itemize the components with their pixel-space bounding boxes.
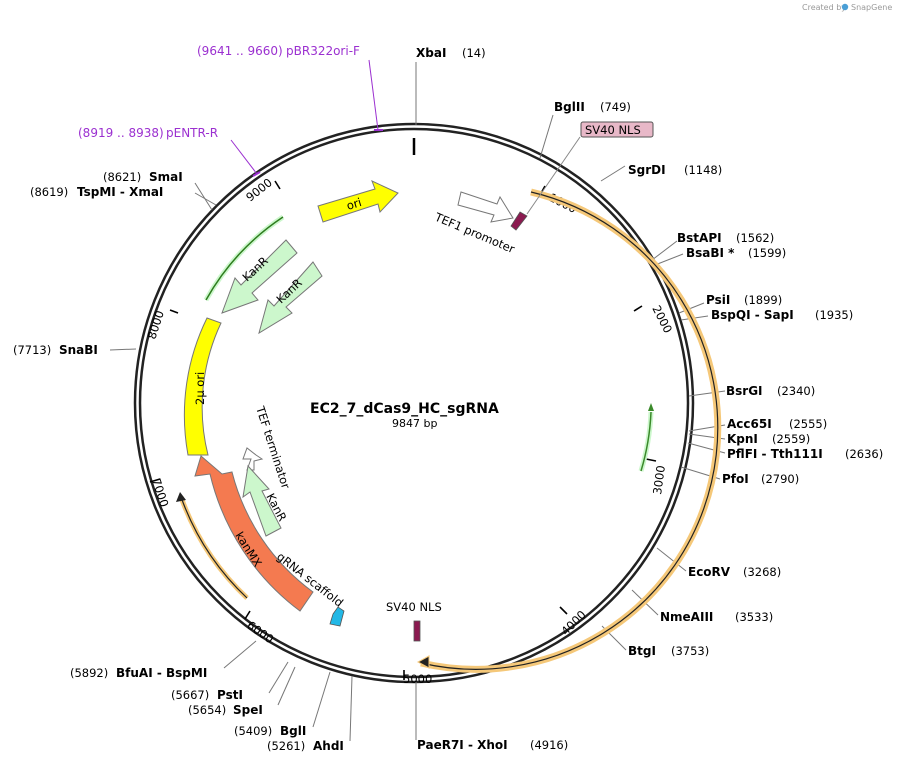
enzyme-pos: (2636) xyxy=(845,447,883,461)
cds-arc-main-line xyxy=(420,191,719,670)
enzyme-name: AhdI xyxy=(313,739,344,753)
green-arrowhead-icon xyxy=(648,403,654,411)
enzyme-pos: (8619) xyxy=(30,185,68,199)
enzyme-pos: (3753) xyxy=(671,644,709,658)
ori-feature xyxy=(317,180,399,223)
snapgene-logo-icon xyxy=(841,3,849,11)
sv40-nls-bottom-feature xyxy=(413,620,421,642)
enzyme-pos: (1562) xyxy=(736,231,774,245)
orange-arc-left-line xyxy=(180,496,248,599)
enzyme-name: BglII xyxy=(554,100,585,114)
enzyme-name: BspQI - SapI xyxy=(711,308,794,322)
enzyme-name: NmeAIII xyxy=(660,610,713,624)
created-by-text: Created by xyxy=(802,3,846,12)
primers: (9641 .. 9660) pBR322ori-F (8919 .. 8938… xyxy=(78,44,383,177)
enzyme-name: PaeR7I - XhoI xyxy=(417,738,508,752)
primer-arrow-icon xyxy=(252,171,261,177)
kanr-lower-feature xyxy=(242,464,282,537)
sv40-nls-box-label: SV40 NLS xyxy=(585,123,641,137)
green-arc-right-line xyxy=(640,411,652,472)
sv40-nls-bottom-label: SV40 NLS xyxy=(386,600,442,614)
enzyme-pos: (3268) xyxy=(743,565,781,579)
enzyme-name: EcoRV xyxy=(688,565,731,579)
enzyme-pos: (3533) xyxy=(735,610,773,624)
backbone-inner xyxy=(138,127,690,679)
kanr-outer-feature xyxy=(221,239,298,314)
green-arc-kanr-line xyxy=(205,216,284,301)
sv40-nls-box xyxy=(580,121,654,138)
enzyme-name: SgrDI xyxy=(628,163,666,177)
enzyme-pos: (749) xyxy=(600,100,631,114)
enzyme-name: TspMI - XmaI xyxy=(77,185,163,199)
enzyme-pos: (5261) xyxy=(267,739,305,753)
enzyme-pos: (1899) xyxy=(744,293,782,307)
enzyme-pos: (1599) xyxy=(748,246,786,260)
enzyme-pos: (2340) xyxy=(777,384,815,398)
kanr-inner-feature xyxy=(258,261,323,335)
enzyme-pos: (2790) xyxy=(761,472,799,486)
two-micron-ori-label: 2μ ori xyxy=(193,372,207,405)
primer-name: pENTR-R xyxy=(166,126,218,140)
tef-terminator-feature xyxy=(242,447,264,471)
kanmx-feature xyxy=(194,455,314,612)
enzyme-pos: (1935) xyxy=(815,308,853,322)
primer-range: (9641 .. 9660) xyxy=(197,44,283,58)
tick-label-3000: 3000 xyxy=(650,464,668,495)
enzyme-name: PflFI - Tth111I xyxy=(727,447,823,461)
backbone-outer xyxy=(133,122,695,684)
tick-label-7000: 7000 xyxy=(149,477,171,509)
plasmid-length: 9847 bp xyxy=(392,417,437,430)
primer-name: pBR322ori-F xyxy=(286,44,360,58)
tef1-promoter-feature xyxy=(457,191,514,223)
enzyme-name: SmaI xyxy=(149,170,183,184)
snapgene-label: SnapGene xyxy=(851,3,892,12)
enzyme-name: Acc65I xyxy=(727,417,772,431)
enzyme-name: BglI xyxy=(280,724,306,738)
sv40-nls-top-feature xyxy=(510,211,528,231)
enzyme-pos: (5654) xyxy=(188,703,226,717)
enzyme-leader-lines xyxy=(109,62,726,742)
enzyme-pos: (1148) xyxy=(684,163,722,177)
enzyme-pos: (8621) xyxy=(103,170,141,184)
cds-arc-main xyxy=(420,188,722,673)
enzyme-name: PsiI xyxy=(706,293,730,307)
enzyme-name: BstAPI xyxy=(677,231,722,245)
enzyme-pos: (4916) xyxy=(530,738,568,752)
orange-arrowhead-icon xyxy=(176,492,186,502)
enzyme-name: BfuAI - BspMI xyxy=(116,666,207,680)
plasmid-name: EC2_7_dCas9_HC_sgRNA xyxy=(310,401,499,417)
two-micron-ori-feature xyxy=(183,317,222,456)
enzyme-name: BtgI xyxy=(628,644,656,658)
enzyme-name: SpeI xyxy=(233,703,263,717)
enzyme-pos: (14) xyxy=(462,46,486,60)
grna-scaffold-feature xyxy=(329,606,345,627)
primer-range: (8919 .. 8938) xyxy=(78,126,164,140)
cds-arrowhead-icon xyxy=(416,655,430,669)
enzyme-pos: (7713) xyxy=(13,343,51,357)
enzyme-pos: (2555) xyxy=(789,417,827,431)
enzyme-name: XbaI xyxy=(416,46,446,60)
enzyme-name: KpnI xyxy=(727,432,758,446)
ori-label: ori xyxy=(345,195,363,213)
enzyme-pos: (5892) xyxy=(70,666,108,680)
enzyme-pos: (5409) xyxy=(234,724,272,738)
enzyme-name: PstI xyxy=(217,688,243,702)
tick-label-5000: 5000 xyxy=(403,672,432,686)
enzyme-name: BsrGI xyxy=(726,384,763,398)
enzyme-name: BsaBI * xyxy=(686,246,735,260)
green-arc-right xyxy=(638,411,654,472)
enzyme-pos: (2559) xyxy=(772,432,810,446)
enzyme-pos: (5667) xyxy=(171,688,209,702)
tick-label-8000: 8000 xyxy=(145,309,167,341)
enzyme-name: SnaBI xyxy=(59,343,98,357)
enzyme-labels: XbaI (14) BglII (749) SgrDI (1148) BstAP… xyxy=(13,46,883,753)
enzyme-name: PfoI xyxy=(722,472,749,486)
